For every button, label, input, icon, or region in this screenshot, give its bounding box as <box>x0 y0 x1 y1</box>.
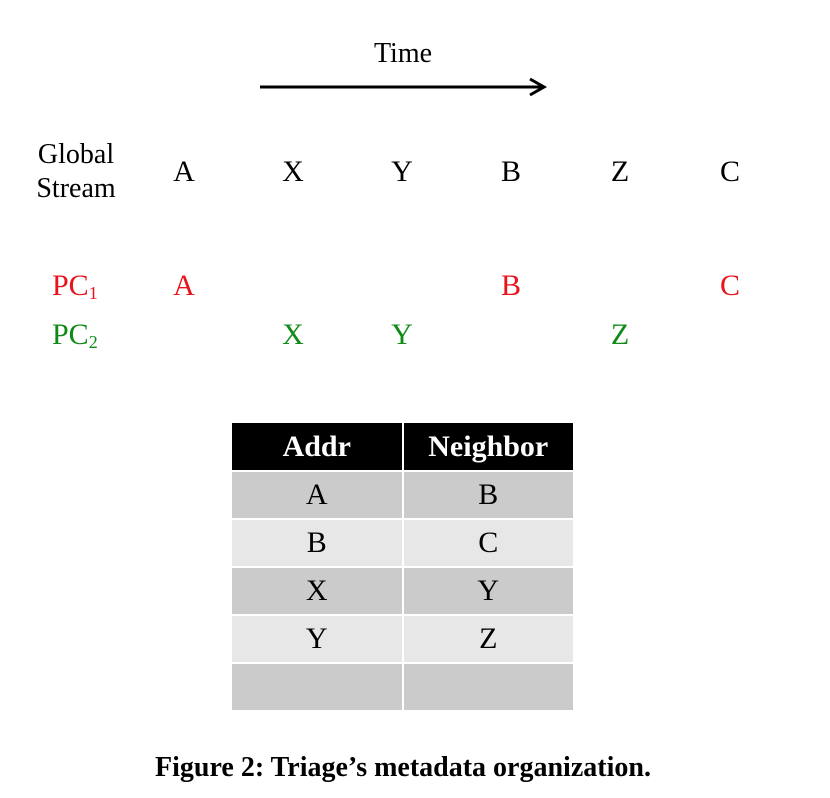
stream-cell: A <box>173 155 195 188</box>
neighbor-header: Neighbor <box>402 423 573 471</box>
stream-cell: C <box>719 155 740 188</box>
addr-cell: X <box>232 566 404 615</box>
neighbor-cell: B <box>402 470 573 519</box>
addr-cell: B <box>232 518 404 567</box>
addr-cell: Y <box>232 614 404 663</box>
pc-label: PC2 <box>52 318 98 352</box>
pc-subscript: 1 <box>88 283 98 303</box>
pc-name: PC <box>52 269 89 302</box>
pc-subscript: 2 <box>88 332 98 352</box>
global-stream-label-line1: Global <box>37 139 115 170</box>
stream-cell: Y <box>391 155 413 188</box>
addr-header: Addr <box>232 423 404 471</box>
neighbor-cell <box>402 662 573 710</box>
table-row <box>232 662 573 710</box>
pc-access-cell: B <box>500 269 521 302</box>
addr-cell <box>232 662 404 710</box>
pc-access-cell: Y <box>391 318 413 351</box>
pc-name: PC <box>52 318 89 351</box>
stream-cell: Z <box>610 155 630 188</box>
global-stream-label-line2: Stream <box>36 173 116 204</box>
neighbor-cell: Z <box>402 614 573 663</box>
time-label: Time <box>373 38 433 69</box>
figure-caption: Figure 2: Triage’s metadata organization… <box>155 752 651 783</box>
pc-access-cell: A <box>173 269 195 302</box>
global-stream-label: Global Stream <box>18 138 134 206</box>
pc-access-cell: X <box>282 318 304 351</box>
addr-cell: A <box>232 470 404 519</box>
table-header-row: Addr Neighbor <box>232 423 573 471</box>
time-arrow <box>260 77 548 97</box>
stream-cell: B <box>500 155 521 188</box>
neighbor-cell: Y <box>402 566 573 615</box>
stream-cell: X <box>282 155 304 188</box>
neighbor-cell: C <box>402 518 573 567</box>
pc-access-cell: Z <box>610 318 630 351</box>
pc-label: PC1 <box>52 269 98 303</box>
pc-access-cell: C <box>719 269 740 302</box>
